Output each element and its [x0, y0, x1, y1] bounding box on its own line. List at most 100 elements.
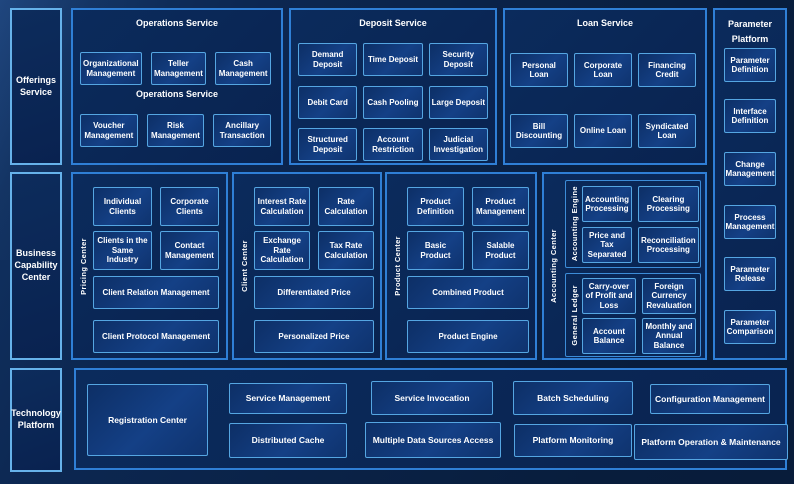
operations-row-1: Organizational Management Teller Managem…	[80, 52, 271, 85]
loan-row-2: Bill Discounting Online Loan Syndicated …	[510, 114, 696, 148]
accounting-engine-grid: Accounting Processing Clearing Processin…	[582, 186, 699, 263]
product-center-side-label: Product Center	[392, 236, 402, 296]
box-accounting-processing: Accounting Processing	[582, 186, 632, 222]
box-teller-management: Teller Management	[150, 52, 207, 85]
box-clients-same-industry: Clients in the Same Industry	[93, 231, 152, 270]
deposit-service-title: Deposit Service	[359, 18, 427, 28]
box-exchange-rate-calculation: Exchange Rate Calculation	[254, 231, 310, 270]
panel-pricing-center: Pricing Center Individual Clients Corpor…	[71, 172, 228, 360]
box-batch-scheduling: Batch Scheduling	[513, 381, 633, 415]
box-foreign-currency-revaluation: Foreign Currency Revaluation	[642, 278, 696, 314]
product-center-side-strip: Product Center	[389, 174, 405, 358]
deposit-row-2: Debit Card Cash Pooling Large Deposit	[298, 86, 488, 119]
general-ledger-label: General Ledger	[570, 284, 579, 346]
box-security-deposit: Security Deposit	[428, 43, 488, 76]
parameter-platform-title: Parameter Platform	[727, 19, 773, 44]
box-platform-operation-maintenance: Platform Operation & Maintenance	[634, 424, 788, 460]
box-change-management: Change Management	[724, 152, 776, 186]
box-demand-deposit: Demand Deposit	[298, 43, 358, 76]
box-parameter-definition: Parameter Definition	[724, 48, 776, 82]
box-product-definition: Product Definition	[407, 187, 464, 226]
accounting-center-side-strip: Accounting Center	[545, 174, 561, 358]
box-time-deposit: Time Deposit	[363, 43, 423, 76]
panel-client-center: Client Center Interest Rate Calculation …	[232, 172, 382, 360]
operations-service-title: Operations Service	[135, 18, 219, 28]
box-parameter-release: Parameter Release	[724, 257, 776, 291]
box-service-invocation: Service Invocation	[371, 381, 493, 415]
sidebar-business-label: Business Capability Center	[14, 248, 58, 282]
box-personal-loan: Personal Loan	[510, 53, 568, 87]
deposit-row-3: Structured Deposit Account Restriction J…	[298, 128, 488, 161]
box-financing-credit: Financing Credit	[638, 53, 696, 87]
box-price-and-tax-separated: Price and Tax Separated	[582, 227, 632, 263]
box-product-engine: Product Engine	[407, 320, 529, 353]
panel-product-center: Product Center Product Definition Produc…	[385, 172, 537, 360]
box-platform-monitoring: Platform Monitoring	[514, 424, 632, 457]
box-salable-product: Salable Product	[472, 231, 529, 270]
box-corporate-loan: Corporate Loan	[574, 53, 632, 87]
box-account-balance: Account Balance	[582, 318, 636, 354]
box-combined-product: Combined Product	[407, 276, 529, 309]
box-voucher-management: Voucher Management	[80, 114, 138, 147]
group-accounting-engine: Accounting Engine Accounting Processing …	[565, 180, 701, 268]
general-ledger-grid: Carry-over of Profit and Loss Foreign Cu…	[582, 278, 696, 354]
pricing-small-grid: Individual Clients Corporate Clients Cli…	[93, 187, 219, 270]
box-interface-definition: Interface Definition	[724, 99, 776, 133]
box-registration-center: Registration Center	[87, 384, 208, 456]
box-reconciliation-processing: Reconciliation Processing	[638, 227, 699, 263]
box-service-management: Service Management	[229, 383, 347, 414]
client-center-side-label: Client Center	[239, 240, 249, 292]
panel-operations-service: Operations Service Organizational Manage…	[71, 8, 283, 165]
box-cash-management: Cash Management	[215, 52, 271, 85]
panel-technology-platform: Registration Center Service Management D…	[74, 368, 788, 470]
box-tax-rate-calculation: Tax Rate Calculation	[318, 231, 374, 270]
box-client-relation-management: Client Relation Management	[93, 276, 219, 309]
box-ancillary-transaction: Ancillary Transaction	[213, 114, 272, 147]
box-organizational-management: Organizational Management	[80, 52, 142, 85]
box-risk-management: Risk Management	[146, 114, 205, 147]
box-syndicated-loan: Syndicated Loan	[638, 114, 696, 148]
box-individual-clients: Individual Clients	[93, 187, 152, 226]
box-distributed-cache: Distributed Cache	[229, 423, 347, 458]
panel-parameter-platform: Parameter Platform Parameter Definition …	[713, 8, 787, 360]
panel-loan-service: Loan Service Personal Loan Corporate Loa…	[503, 8, 707, 165]
box-carry-over-profit-loss: Carry-over of Profit and Loss	[582, 278, 636, 314]
sidebar-technology-label: Technology Platform	[11, 408, 61, 430]
panel-deposit-service: Deposit Service Demand Deposit Time Depo…	[289, 8, 497, 165]
box-corporate-clients: Corporate Clients	[160, 187, 219, 226]
box-differentiated-price: Differentiated Price	[254, 276, 374, 309]
deposit-row-1: Demand Deposit Time Deposit Security Dep…	[298, 43, 488, 76]
box-judicial-investigation: Judicial Investigation	[428, 128, 488, 161]
box-clearing-processing: Clearing Processing	[638, 186, 699, 222]
accounting-engine-label: Accounting Engine	[570, 186, 579, 262]
sidebar-offerings-label: Offerings Service	[15, 74, 56, 97]
box-large-deposit: Large Deposit	[428, 86, 488, 119]
pricing-center-side-label: Pricing Center	[78, 237, 88, 295]
box-monthly-annual-balance: Monthly and Annual Balance	[642, 318, 696, 354]
client-center-side-strip: Client Center	[236, 174, 252, 358]
box-personalized-price: Personalized Price	[254, 320, 374, 353]
accounting-engine-strip: Accounting Engine	[567, 181, 582, 267]
loan-service-title: Loan Service	[576, 18, 634, 28]
box-product-management: Product Management	[472, 187, 529, 226]
panel-accounting-center: Accounting Center Accounting Engine Acco…	[542, 172, 707, 360]
box-online-loan: Online Loan	[574, 114, 632, 148]
box-client-protocol-management: Client Protocol Management	[93, 320, 219, 353]
pricing-center-side-strip: Pricing Center	[75, 174, 91, 358]
box-account-restriction: Account Restriction	[363, 128, 423, 161]
box-interest-rate-calculation: Interest Rate Calculation	[254, 187, 310, 226]
sidebar-offerings-service: Offerings Service	[10, 8, 62, 165]
box-rate-calculation: Rate Calculation	[318, 187, 374, 226]
box-bill-discounting: Bill Discounting	[510, 114, 568, 148]
box-parameter-comparison: Parameter Comparison	[724, 310, 776, 344]
client-small-grid: Interest Rate Calculation Rate Calculati…	[254, 187, 374, 270]
accounting-center-side-label: Accounting Center	[548, 229, 558, 303]
group-general-ledger: General Ledger Carry-over of Profit and …	[565, 273, 701, 357]
operations-row-2: Voucher Management Risk Management Ancil…	[80, 114, 272, 147]
box-process-management: Process Management	[724, 205, 776, 239]
loan-row-1: Personal Loan Corporate Loan Financing C…	[510, 53, 696, 87]
general-ledger-strip: General Ledger	[567, 274, 582, 356]
box-debit-card: Debit Card	[298, 86, 358, 119]
box-structured-deposit: Structured Deposit	[298, 128, 358, 161]
